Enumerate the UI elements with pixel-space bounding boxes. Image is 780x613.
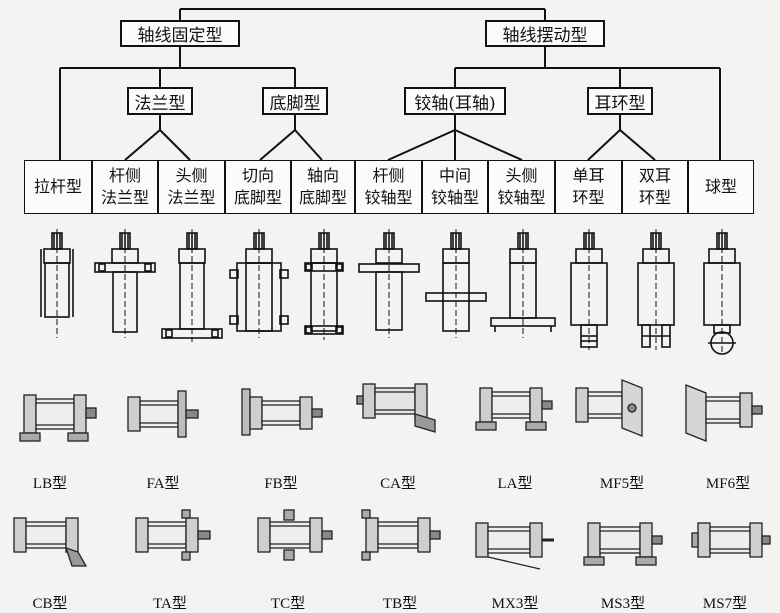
type-head-side-trunnion: 头侧铰轴型: [488, 160, 555, 214]
symbol-tangential-foot: [224, 226, 294, 346]
type-label-line1: 杆侧: [109, 165, 141, 187]
type-label-line1: 头侧: [175, 165, 207, 187]
subcategory-clevis: 耳环型: [587, 87, 653, 115]
symbol-tie-rod: [32, 226, 82, 346]
cylinder-illustration-ta: [126, 500, 216, 590]
type-label-line2: 法兰型: [167, 187, 215, 209]
cylinder-illustration-cb: [6, 500, 96, 590]
symbol-rod-side-trunnion: [354, 226, 424, 346]
model-label-mf5: MF5型: [577, 472, 667, 493]
type-tie-rod: 拉杆型: [24, 160, 92, 214]
subcategory-foot: 底脚型: [262, 87, 328, 115]
type-label-line2: 底脚型: [299, 187, 347, 209]
model-label-cb: CB型: [5, 592, 95, 613]
type-label: 球型: [705, 176, 737, 198]
model-label-ms3: MS3型: [578, 592, 668, 613]
model-label-fb: FB型: [236, 472, 326, 493]
subcategory-trunnion: 铰轴(耳轴): [404, 87, 506, 115]
type-label-line2: 铰轴型: [431, 187, 479, 209]
model-label-tb: TB型: [355, 592, 445, 613]
type-rod-side-flange: 杆侧法兰型: [92, 160, 158, 214]
type-double-clevis: 双耳环型: [622, 160, 688, 214]
symbol-double-clevis: [626, 226, 686, 351]
cylinder-illustration-fb: [236, 375, 326, 465]
symbol-head-side-flange: [157, 226, 227, 346]
model-label-lb: LB型: [5, 472, 95, 493]
type-label: 拉杆型: [34, 176, 82, 198]
model-label-mx3: MX3型: [470, 592, 560, 613]
type-label-line1: 杆侧: [372, 165, 404, 187]
type-head-side-flange: 头侧法兰型: [158, 160, 225, 214]
model-label-ca: CA型: [353, 472, 443, 493]
type-label-line1: 中间: [439, 165, 471, 187]
model-label-fa: FA型: [118, 472, 208, 493]
type-label-line1: 双耳: [639, 165, 671, 187]
symbol-rod-side-flange: [90, 226, 160, 346]
cylinder-illustration-tc: [248, 500, 338, 590]
model-label-tc: TC型: [243, 592, 333, 613]
symbol-axial-foot: [294, 226, 354, 346]
symbol-head-side-trunnion: [488, 226, 558, 346]
type-tangential-foot: 切向底脚型: [225, 160, 291, 214]
model-label-ms7: MS7型: [680, 592, 770, 613]
type-label-line2: 底脚型: [234, 187, 282, 209]
category-swing-axis: 轴线摆动型: [485, 20, 605, 47]
type-label-line2: 铰轴型: [364, 187, 412, 209]
type-label-line2: 铰轴型: [497, 187, 545, 209]
cylinder-illustration-ms3: [580, 505, 670, 595]
type-label-line1: 单耳: [572, 165, 604, 187]
cylinder-illustration-fa: [118, 375, 208, 465]
type-label-line2: 环型: [572, 187, 604, 209]
type-single-clevis: 单耳环型: [555, 160, 622, 214]
type-label-line2: 法兰型: [101, 187, 149, 209]
type-label-line2: 环型: [639, 187, 671, 209]
type-axial-foot: 轴向底脚型: [291, 160, 355, 214]
model-label-ta: TA型: [125, 592, 215, 613]
cylinder-illustration-tb: [358, 500, 448, 590]
cylinder-illustration-mf5: [568, 370, 658, 460]
type-rod-side-trunnion: 杆侧铰轴型: [355, 160, 422, 214]
model-label-mf6: MF6型: [683, 472, 773, 493]
cylinder-illustration-mf6: [680, 375, 770, 465]
type-label-line1: 切向: [242, 165, 274, 187]
type-spherical: 球型: [688, 160, 754, 214]
cylinder-illustration-lb: [10, 375, 100, 465]
subcategory-flange: 法兰型: [127, 87, 193, 115]
cylinder-illustration-ms7: [690, 505, 780, 595]
type-middle-trunnion: 中间铰轴型: [422, 160, 488, 214]
symbol-middle-trunnion: [421, 226, 491, 346]
cylinder-illustration-la: [470, 370, 560, 460]
symbol-single-clevis: [559, 226, 619, 351]
cylinder-illustration-ca: [353, 370, 443, 460]
category-fixed-axis: 轴线固定型: [120, 20, 240, 47]
symbol-spherical: [692, 226, 752, 356]
type-label-line1: 轴向: [307, 165, 339, 187]
model-label-la: LA型: [470, 472, 560, 493]
cylinder-illustration-mx3: [468, 505, 558, 595]
type-label-line1: 头侧: [505, 165, 537, 187]
